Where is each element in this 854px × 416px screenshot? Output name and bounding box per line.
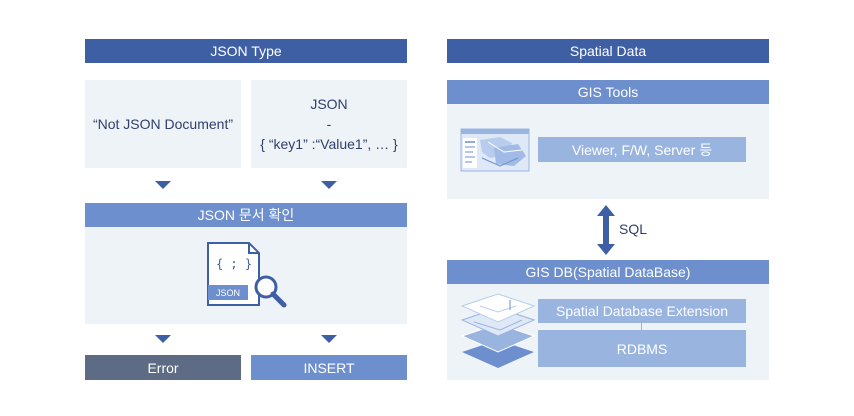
insert-label: INSERT xyxy=(303,359,355,376)
json-box: JSON - { “key1” :“Value1”, … } xyxy=(251,80,407,168)
spatial-data-header: Spatial Data xyxy=(447,39,769,63)
rdbms-box: RDBMS xyxy=(538,330,746,367)
double-arrow-icon xyxy=(597,205,615,255)
viewer-label: Viewer, F/W, Server 등 xyxy=(571,141,713,158)
arrow-down-icon xyxy=(321,181,337,189)
json-document-search-icon: { ; } JSON xyxy=(207,242,287,308)
error-box: Error xyxy=(85,355,241,380)
json-type-header: JSON Type xyxy=(85,39,407,63)
json-doc-braces: { ; } xyxy=(216,257,252,271)
json-box-example: { “key1” :“Value1”, … } xyxy=(260,136,398,152)
spatial-data-title: Spatial Data xyxy=(569,43,647,59)
connector-line xyxy=(641,323,642,330)
json-doc-label: JSON xyxy=(216,288,240,298)
json-type-title: JSON Type xyxy=(210,43,282,59)
gis-db-title: GIS DB(Spatial DataBase) xyxy=(525,264,691,280)
json-box-heading: JSON xyxy=(310,96,348,112)
json-check-title: JSON 문서 확인 xyxy=(197,207,295,223)
extension-box: Spatial Database Extension xyxy=(538,299,746,323)
not-json-box: “Not JSON Document” xyxy=(85,80,241,168)
extension-label: Spatial Database Extension xyxy=(556,303,728,319)
arrow-down-icon xyxy=(155,181,171,189)
sql-label: SQL xyxy=(619,221,648,237)
error-label: Error xyxy=(147,359,179,376)
not-json-label: “Not JSON Document” xyxy=(92,116,234,132)
json-check-header: JSON 문서 확인 xyxy=(85,203,407,227)
rdbms-label: RDBMS xyxy=(616,340,668,357)
arrow-down-icon xyxy=(155,335,171,343)
json-box-dash: - xyxy=(326,116,332,132)
gis-tools-header: GIS Tools xyxy=(447,80,769,104)
stacked-layers-icon xyxy=(460,293,536,368)
insert-box: INSERT xyxy=(251,355,407,380)
gis-tools-title: GIS Tools xyxy=(577,84,639,100)
arrow-down-icon xyxy=(321,335,337,343)
viewer-box: Viewer, F/W, Server 등 xyxy=(538,137,746,162)
gis-db-header: GIS DB(Spatial DataBase) xyxy=(447,260,769,284)
map-window-icon xyxy=(460,128,530,172)
